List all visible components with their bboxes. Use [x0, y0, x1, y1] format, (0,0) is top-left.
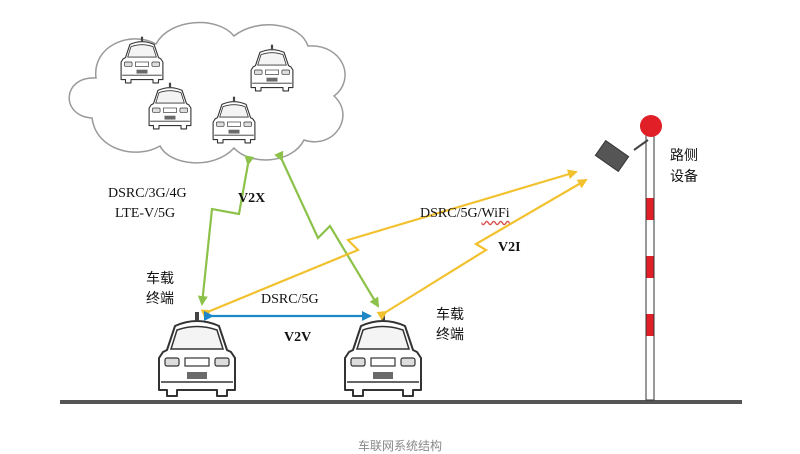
road-line: [60, 400, 742, 404]
v2i-protocols-prefix: DSRC/5G/: [420, 206, 482, 221]
v2i-arrow-right-vehicle: [376, 178, 588, 321]
vehicle-terminal-right-line2: 终端: [436, 327, 464, 343]
vehicle-right: [344, 311, 422, 397]
v2x-label: V2X: [238, 191, 266, 206]
v2v-label: V2V: [284, 330, 312, 345]
roadside-label-line1: 路侧: [670, 148, 698, 164]
v2x-arrow-left: [197, 155, 255, 306]
v2x-protocols-line2: LTE-V/5G: [115, 206, 176, 221]
signal-pole-icon: [633, 115, 662, 401]
vehicle-terminal-right-line1: 车载: [436, 307, 464, 323]
roadside-unit-icon: [594, 139, 630, 173]
vehicle-terminal-left-line1: 车载: [146, 271, 174, 287]
roadside-label-line2: 设备: [670, 169, 698, 185]
v2v-protocol: DSRC/5G: [261, 292, 319, 307]
v2x-protocols-line1: DSRC/3G/4G: [108, 186, 187, 201]
vehicle-left: [158, 311, 236, 397]
v2i-label: V2I: [498, 240, 521, 255]
v2i-protocols-wifi: WiFi: [481, 206, 510, 221]
v2i-protocols: DSRC/5G/WiFi: [420, 205, 510, 222]
cloud-icon: [68, 21, 346, 164]
v2x-arrow-right: [274, 150, 380, 308]
figure-caption: 车联网系统结构: [357, 439, 442, 453]
vehicle-terminal-left-line2: 终端: [146, 291, 174, 307]
